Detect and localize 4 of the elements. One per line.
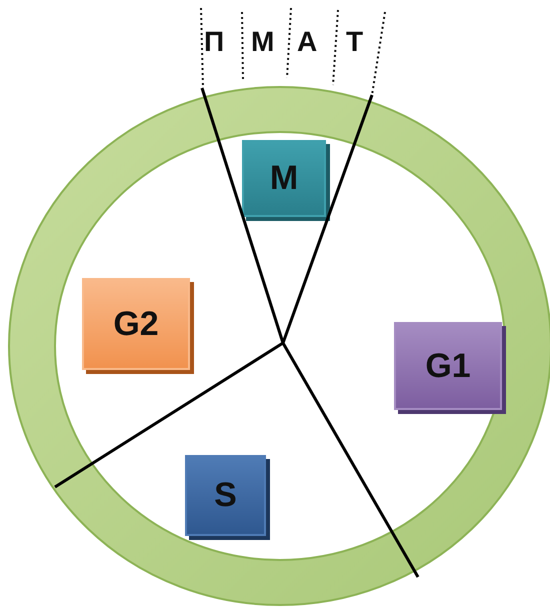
phase-letter: П	[204, 26, 224, 58]
phase-letter: А	[297, 26, 318, 58]
phase-letter: Т	[346, 26, 364, 58]
phase-letter: М	[251, 26, 274, 58]
